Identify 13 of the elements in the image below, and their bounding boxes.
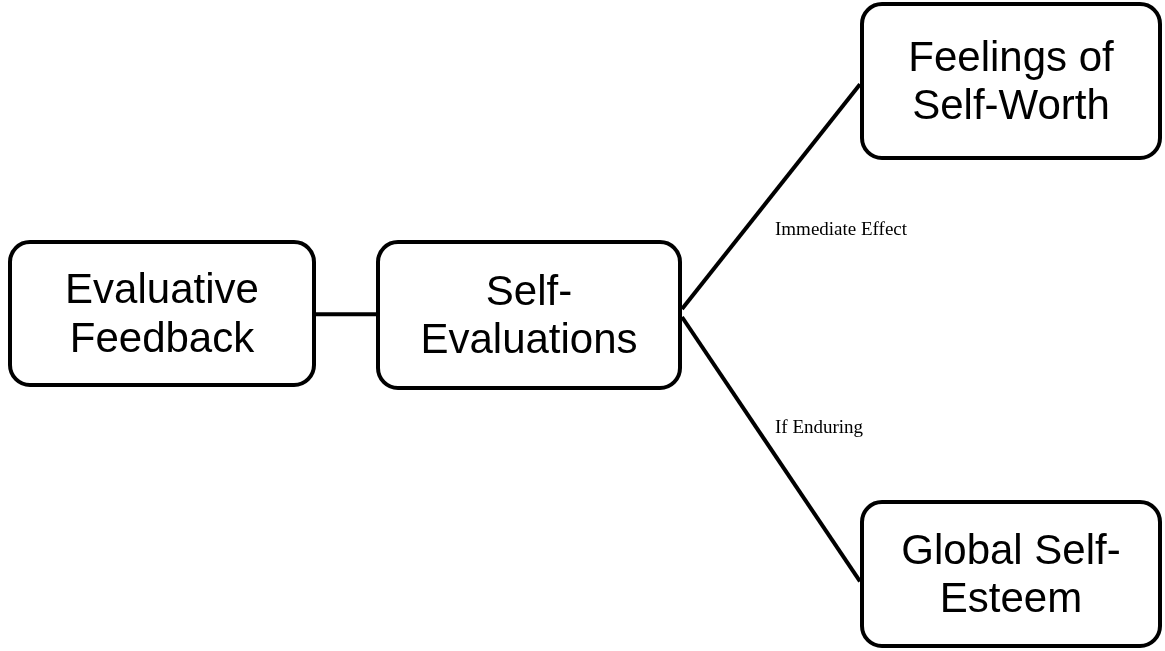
annotation-text: If Enduring — [775, 416, 864, 438]
node-label: Evaluative Feedback — [64, 265, 260, 362]
connector-line — [680, 82, 862, 311]
process-box — [860, 500, 1162, 648]
node-label: Self-Evaluations — [419, 266, 639, 364]
process-box — [860, 2, 1162, 160]
node-label: Global Self-Esteem — [900, 525, 1122, 623]
connector-line — [316, 312, 376, 317]
node-label: Feelings of Self-Worth — [907, 32, 1115, 130]
process-box — [8, 240, 316, 387]
annotation-text: Immediate Effect — [775, 218, 908, 240]
connector-line — [680, 315, 862, 583]
process-box — [376, 240, 682, 390]
